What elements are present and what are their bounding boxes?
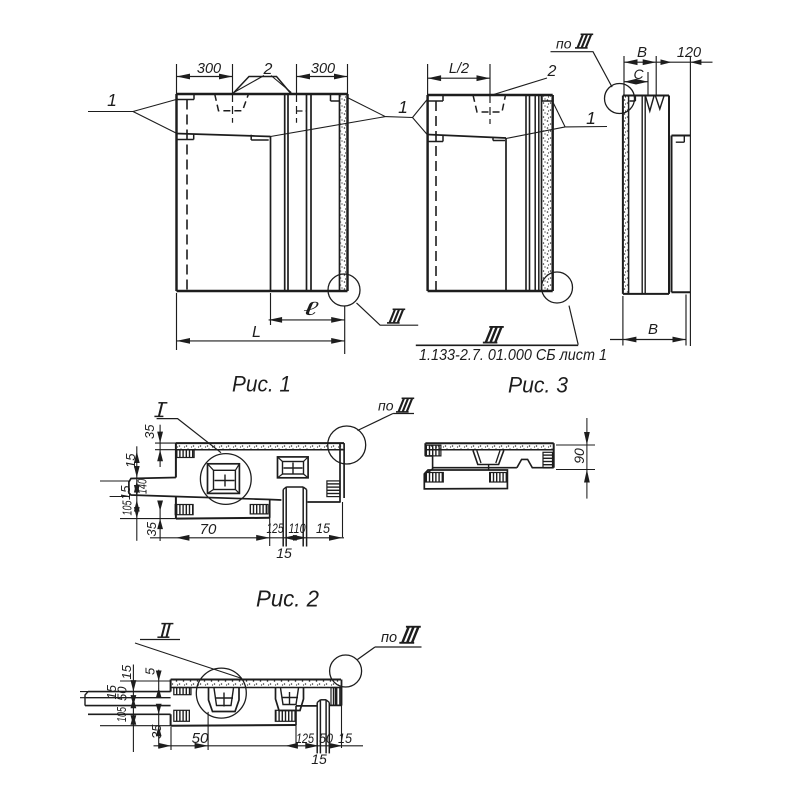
- svg-text:L: L: [252, 324, 261, 341]
- svg-text:105: 105: [114, 706, 129, 722]
- svg-text:15: 15: [118, 485, 133, 500]
- svg-text:105: 105: [120, 500, 135, 516]
- svg-text:1: 1: [107, 90, 117, 110]
- svg-text:15: 15: [104, 684, 119, 699]
- svg-text:70: 70: [200, 521, 217, 538]
- svg-text:по: по: [381, 630, 397, 646]
- svg-text:2: 2: [547, 63, 557, 80]
- svg-text:Рис. 3: Рис. 3: [508, 373, 568, 398]
- svg-text:15: 15: [311, 751, 327, 767]
- svg-text:Рис. 2: Рис. 2: [256, 586, 319, 612]
- svg-text:300: 300: [197, 61, 221, 77]
- svg-text:15: 15: [276, 545, 292, 561]
- svg-text:ℓ: ℓ: [302, 299, 319, 320]
- svg-text:50: 50: [192, 730, 209, 747]
- svg-text:300: 300: [311, 61, 335, 77]
- svg-text:110: 110: [289, 521, 306, 536]
- svg-text:50: 50: [115, 686, 130, 701]
- svg-text:B: B: [648, 321, 658, 338]
- svg-text:125: 125: [296, 731, 314, 746]
- svg-text:C: C: [633, 66, 644, 82]
- svg-text:125: 125: [267, 521, 284, 536]
- svg-text:Рис. 1: Рис. 1: [232, 372, 291, 397]
- svg-text:90: 90: [571, 448, 587, 464]
- svg-text:2: 2: [263, 61, 273, 78]
- svg-text:1: 1: [586, 108, 596, 128]
- svg-text:B: B: [637, 44, 647, 61]
- svg-text:5: 5: [143, 667, 158, 675]
- svg-text:15: 15: [123, 453, 138, 468]
- svg-text:по: по: [556, 36, 572, 52]
- svg-text:1.133-2.7. 01.000 СБ лист 1: 1.133-2.7. 01.000 СБ лист 1: [419, 347, 607, 364]
- svg-text:L/2: L/2: [449, 61, 469, 77]
- svg-text:1: 1: [398, 97, 408, 117]
- svg-text:15: 15: [119, 664, 134, 679]
- svg-text:35: 35: [149, 724, 164, 739]
- svg-text:120: 120: [677, 45, 701, 61]
- svg-text:50: 50: [319, 731, 333, 746]
- svg-text:15: 15: [338, 731, 352, 746]
- svg-text:по: по: [378, 398, 394, 414]
- svg-text:15: 15: [316, 521, 330, 536]
- svg-text:140: 140: [135, 478, 150, 494]
- svg-text:35: 35: [144, 521, 159, 536]
- svg-text:35: 35: [142, 424, 157, 439]
